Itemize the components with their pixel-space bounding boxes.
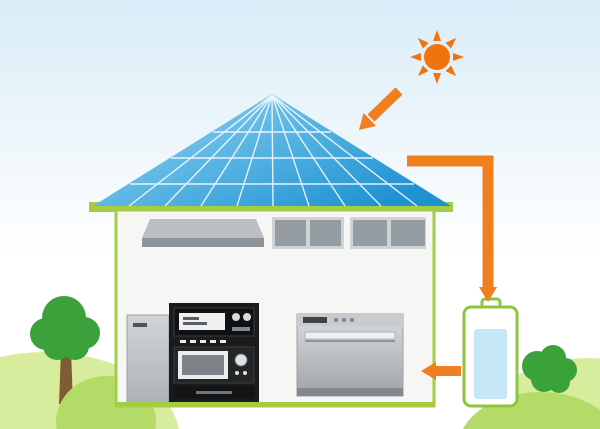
window-pane [275,220,306,246]
oven-microwave-stack [169,303,259,403]
dishwasher-body [296,313,404,397]
oven-display-line [183,322,207,325]
sun-core [424,44,450,70]
cabinet-body [126,314,170,404]
storage-battery [462,297,519,408]
dishwasher-button [334,318,338,322]
tree-left [30,296,100,404]
battery-charge-window [474,329,507,399]
roof-to-battery-arrow [407,155,497,302]
oven-drawer-handle [196,391,232,394]
battery-to-house-arrow [421,362,461,380]
solar-panel-grid [128,94,418,207]
tree-foliage [30,296,100,360]
dishwasher-button [342,318,346,322]
oven-knob [243,313,251,321]
sun-icon [410,30,464,84]
dishwasher [296,313,404,397]
oven-knob [232,313,240,321]
dishwasher-handle-shadow [305,340,395,342]
range-hood-canopy [142,219,264,238]
dishwasher-display-chip [303,317,327,323]
energy-arrows [359,87,497,380]
microwave-button [235,371,239,375]
bush-right [522,345,577,393]
dishwasher-kick-plate [297,388,403,396]
house-floor-line [116,402,434,407]
dishwasher-button [350,318,354,322]
oven-display [179,313,225,330]
cabinet-handle [133,323,147,327]
upper-window-2 [350,217,426,249]
microwave-knob [234,353,248,367]
upper-window-1 [272,217,344,249]
oven-display-line [183,317,199,320]
kitchen-cabinet [126,314,170,404]
microwave-window [182,355,224,375]
dishwasher-handle [304,331,396,340]
microwave-button [243,371,247,375]
solar-panel-roof [93,94,451,207]
oven-button-strip [232,327,250,331]
sunlight-arrow [359,87,403,130]
roof-eave-band [89,202,453,212]
window-pane [310,220,341,246]
tree-trunk [59,350,73,404]
range-hood-base [142,238,264,247]
oven-button-row [180,340,226,343]
house [89,202,453,408]
window-pane [353,220,387,246]
range-hood [142,219,264,247]
window-pane [391,220,425,246]
sun-rays [410,30,464,84]
